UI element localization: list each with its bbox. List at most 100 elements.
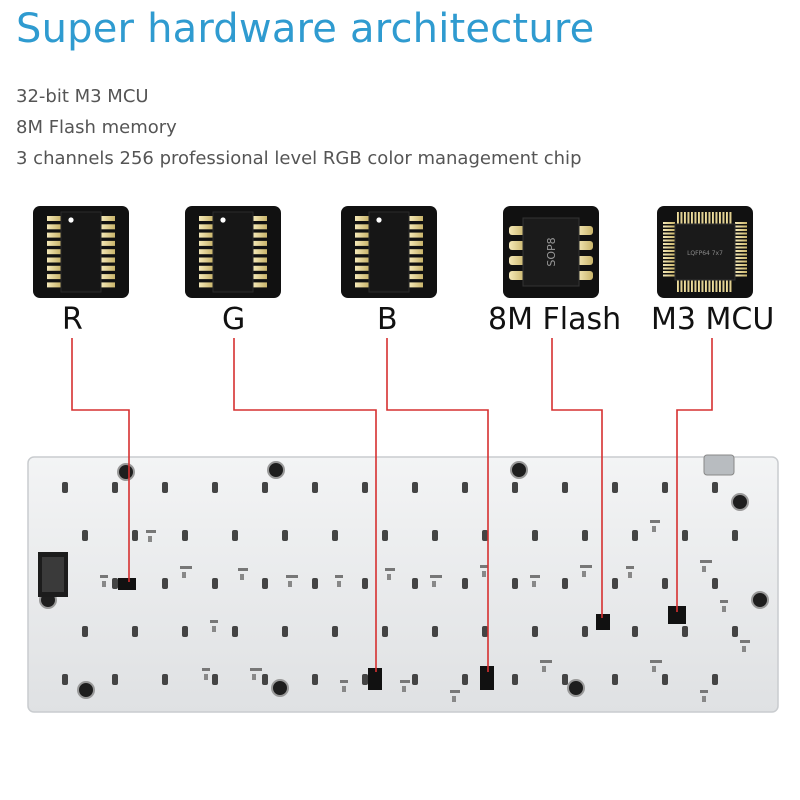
pcb-smd-part <box>700 560 712 563</box>
pcb-screw-hole <box>567 679 585 697</box>
feature-mcu: 32-bit M3 MCU <box>16 86 149 107</box>
pcb-keyhole <box>612 578 618 589</box>
connector-r <box>71 338 130 582</box>
pcb-smd-part <box>482 571 486 577</box>
pcb-keyhole <box>712 674 718 685</box>
pcb-keyhole <box>312 482 318 493</box>
pcb-chip-mcu <box>668 606 686 624</box>
connector-lines <box>71 338 713 672</box>
pcb-smd-part <box>742 646 746 652</box>
pcb-smd-part <box>385 568 395 571</box>
pcb-smd-part <box>210 620 218 623</box>
pcb-keyhole <box>382 626 388 637</box>
pcb-keyhole <box>212 674 218 685</box>
pcb-keyhole <box>362 674 368 685</box>
pcb-keyhole <box>262 578 268 589</box>
connector-g <box>233 338 377 672</box>
pcb-keyhole <box>412 674 418 685</box>
pcb-smd-part <box>146 530 156 533</box>
pcb-keyhole <box>62 482 68 493</box>
pcb-smd-part <box>722 606 726 612</box>
pcb-smd-part <box>432 581 436 587</box>
pcb-smd-part <box>240 574 244 580</box>
pcb-keyhole <box>532 626 538 637</box>
pcb-keyhole <box>82 530 88 541</box>
feature-flash: 8M Flash memory <box>16 117 177 138</box>
pcb-keyhole <box>562 482 568 493</box>
pcb-keyhole <box>362 482 368 493</box>
pcb-keyhole <box>632 626 638 637</box>
pcb-keyhole <box>712 482 718 493</box>
pcb-keyhole <box>732 626 738 637</box>
pcb-chip-r <box>118 578 136 590</box>
pcb-keyhole <box>662 578 668 589</box>
chip-8m-flash-icon: SOP8 <box>503 206 599 298</box>
pcb-smd-part <box>652 666 656 672</box>
pcb-keyhole <box>212 482 218 493</box>
pcb-smd-part <box>204 674 208 680</box>
pcb-keyhole <box>512 578 518 589</box>
chip-label-b: B <box>377 302 398 337</box>
pcb-keyhole <box>112 674 118 685</box>
pcb-keyhole <box>712 578 718 589</box>
pcb-keyhole <box>262 674 268 685</box>
pcb-smd-part <box>700 690 708 693</box>
pcb-keyhole <box>362 578 368 589</box>
pcb-keyhole <box>462 578 468 589</box>
pcb-smd-part <box>182 572 186 578</box>
pcb-smd-part <box>650 660 662 663</box>
pcb-smd-part <box>102 581 106 587</box>
chip-r-icon <box>33 206 129 298</box>
pcb-screw-hole <box>510 461 528 479</box>
pcb-keyhole <box>232 626 238 637</box>
pcb-smd-part <box>337 581 341 587</box>
pcb-keyhole <box>112 578 118 589</box>
pcb-smd-part <box>286 575 298 578</box>
pcb-smd-part <box>387 574 391 580</box>
pcb-keyhole <box>732 530 738 541</box>
pcb-keyhole <box>382 530 388 541</box>
chip-g-icon <box>185 206 281 298</box>
pcb-keyhole <box>512 674 518 685</box>
pcb-keyhole <box>82 626 88 637</box>
pcb-keyhole <box>182 530 188 541</box>
pcb-screw-hole <box>117 463 135 481</box>
pcb-smd-part <box>626 566 634 569</box>
pcb-keyhole <box>662 674 668 685</box>
connector-b <box>386 338 489 672</box>
pcb-smd-part <box>480 565 488 568</box>
pcb-smd-part <box>202 668 210 671</box>
pcb-keyhole <box>582 626 588 637</box>
pcb-smd-part <box>430 575 442 578</box>
pcb-smd-part <box>530 575 540 578</box>
pcb-smd-part <box>402 686 406 692</box>
pcb-keyhole <box>462 674 468 685</box>
pcb-keyhole <box>632 530 638 541</box>
chip-marking-lqfp: LQFP64 7x7 <box>687 250 723 257</box>
pcb-keyhole <box>162 674 168 685</box>
pcb-keyhole <box>462 482 468 493</box>
pcb-smd-part <box>288 581 292 587</box>
pcb-keyhole <box>262 482 268 493</box>
pcb-keyhole <box>282 626 288 637</box>
pcb-keyhole <box>132 530 138 541</box>
pcb-keyhole <box>482 530 488 541</box>
chip-label-r: R <box>62 302 83 337</box>
pcb-keyhole <box>432 626 438 637</box>
pcb-smd-part <box>100 575 108 578</box>
pcb-keyhole <box>312 578 318 589</box>
pcb-smd-part <box>340 680 348 683</box>
pcb-chip-g <box>368 668 382 690</box>
pcb-smd-part <box>580 565 592 568</box>
connector-mcu <box>676 338 713 612</box>
pcb-keyhole <box>612 482 618 493</box>
chip-label-g: G <box>222 302 246 337</box>
pcb-screw-hole <box>731 493 749 511</box>
pcb-smd-part <box>540 660 552 663</box>
pcb-smd-part <box>335 575 343 578</box>
pcb-smd-part <box>452 696 456 702</box>
pcb-keyhole <box>162 482 168 493</box>
pcb-keyhole <box>432 530 438 541</box>
pcb-keyhole <box>112 482 118 493</box>
pcb-keyhole <box>512 482 518 493</box>
